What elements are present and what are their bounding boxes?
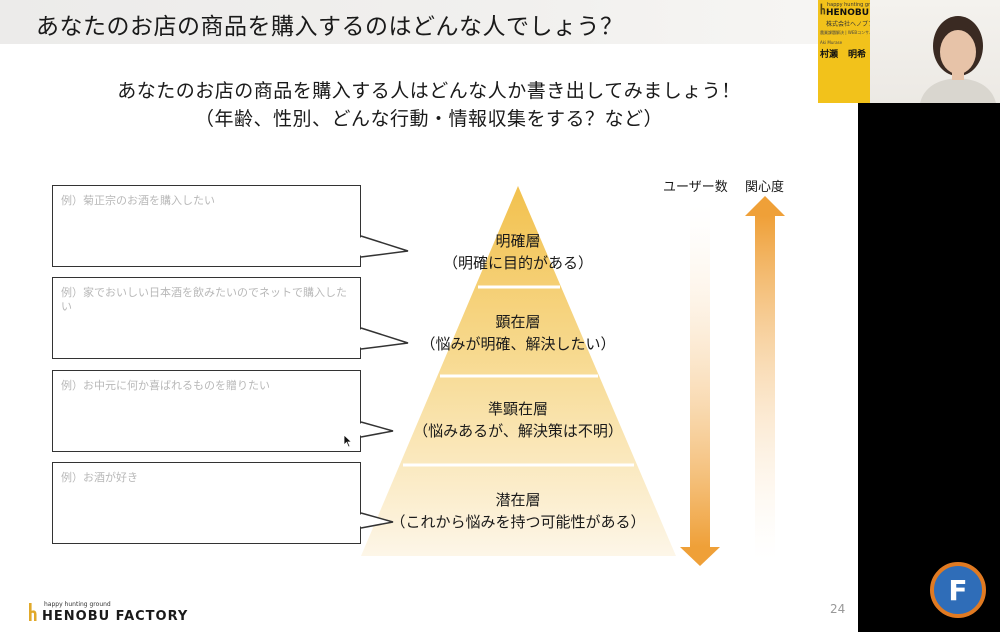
instruction-line-1: あなたのお店の商品を購入する人はどんな人か書き出してみましょう！	[117, 80, 741, 102]
slide: あなたのお店の商品を購入するのはどんな人でしょう？ あなたのお店の商品を購入する…	[0, 0, 858, 632]
answer-placeholder: 例）お酒が好き	[61, 471, 138, 484]
layer-name: 顕在層	[495, 313, 541, 331]
layer-name: 準顕在層	[487, 400, 548, 418]
pyramid-layer-2: 顕在層 （悩みが明確、解決したい）	[398, 311, 638, 355]
card-role: 農業課題解決 | WEBコンサルタント	[820, 30, 886, 35]
pyramid-diagram	[360, 186, 785, 566]
bubble-tail	[360, 235, 409, 529]
answer-box-3[interactable]: 例）お中元に何か喜ばれるものを贈りたい	[52, 370, 361, 452]
answer-box-2[interactable]: 例）家でおいしい日本酒を飲みたいのでネットで購入したい	[52, 277, 361, 359]
answer-placeholder: 例）家でおいしい日本酒を飲みたいのでネットで購入したい	[61, 286, 347, 313]
brand-mark-icon	[29, 603, 37, 621]
users-arrow	[680, 205, 720, 566]
layer-desc: （悩みが明確、解決したい）	[420, 335, 616, 353]
card-company: 株式会社ヘノブファクトリー	[826, 21, 905, 28]
presenter-silhouette	[920, 16, 996, 103]
presenter-video[interactable]: happy hunting ground HENOBU FACTORY 株式会社…	[818, 0, 1000, 103]
pyramid-layer-1: 明確層 （明確に目的がある）	[418, 230, 618, 274]
card-surname: 村瀬	[820, 50, 839, 60]
instruction-line-2: （年齢、性別、どんな行動・情報収集をする？など）	[194, 108, 663, 130]
users-label: ユーザー数	[663, 180, 728, 195]
card-reading: Aki Murase	[820, 40, 843, 45]
footer-tagline: happy hunting ground	[44, 601, 111, 608]
interest-arrow	[745, 196, 785, 560]
brand-mark-icon	[820, 3, 826, 15]
answer-box-1[interactable]: 例）菊正宗のお酒を購入したい	[52, 185, 361, 267]
answer-box-4[interactable]: 例）お酒が好き	[52, 462, 361, 544]
answer-placeholder: 例）お中元に何か喜ばれるものを贈りたい	[61, 379, 270, 392]
pyramid-layer-4: 潜在層 （これから悩みを持つ可能性がある）	[378, 489, 658, 533]
answer-placeholder: 例）菊正宗のお酒を購入したい	[61, 194, 215, 207]
slide-title-bar: あなたのお店の商品を購入するのはどんな人でしょう？	[0, 0, 858, 44]
layer-desc: （悩みあるが、解決策は不明）	[413, 422, 623, 440]
presenter-name-card: happy hunting ground HENOBU FACTORY 株式会社…	[818, 0, 918, 103]
app-logo-icon: F	[948, 574, 968, 607]
pyramid-layer-3: 準顕在層 （悩みあるが、解決策は不明）	[398, 398, 638, 442]
mouse-cursor-icon	[343, 434, 353, 448]
footer-brand: HENOBU FACTORY	[42, 609, 189, 624]
interest-label: 関心度	[745, 180, 785, 195]
card-tagline: happy hunting ground	[827, 2, 883, 8]
presenter-avatar	[870, 0, 1000, 103]
layer-desc: （明確に目的がある）	[442, 254, 593, 272]
layer-name: 潜在層	[495, 491, 541, 509]
app-launcher-button[interactable]: F	[930, 562, 986, 618]
slide-title: あなたのお店の商品を購入するのはどんな人でしょう？	[36, 14, 624, 40]
page-number: 24	[830, 602, 846, 616]
layer-desc: （これから悩みを持つ可能性がある）	[390, 513, 646, 531]
layer-name: 明確層	[495, 232, 541, 250]
card-given-name: 明希	[848, 50, 867, 60]
